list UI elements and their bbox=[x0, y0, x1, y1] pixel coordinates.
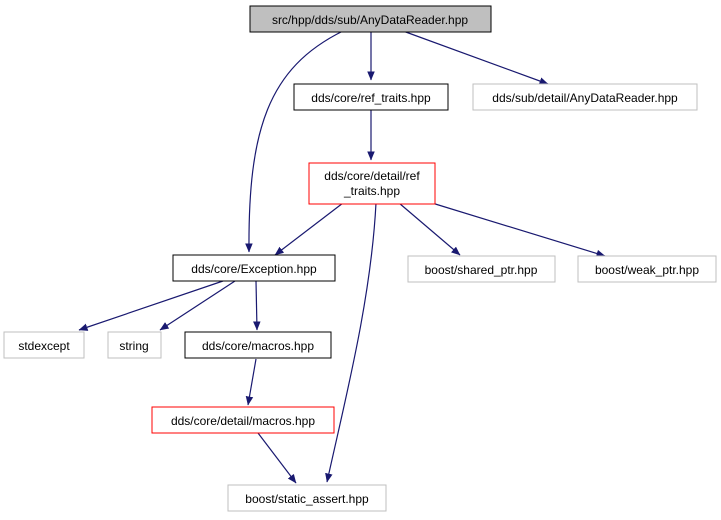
edge-exception-to-stdexcept bbox=[78, 280, 224, 331]
edge-anydatareader-to-detail-anydatareader bbox=[402, 30, 549, 85]
node-detail-macros-label: dds/core/detail/macros.hpp bbox=[171, 414, 315, 428]
node-exception-label: dds/core/Exception.hpp bbox=[191, 262, 317, 276]
node-macros[interactable]: dds/core/macros.hpp bbox=[184, 331, 332, 359]
node-stdexcept-label: stdexcept bbox=[18, 339, 70, 353]
node-macros-label: dds/core/macros.hpp bbox=[202, 339, 314, 353]
nodes-layer: src/hpp/dds/sub/AnyDataReader.hpp dds/co… bbox=[3, 5, 717, 512]
node-detail-anydatareader[interactable]: dds/sub/detail/AnyDataReader.hpp bbox=[472, 83, 698, 111]
node-ref-traits[interactable]: dds/core/ref_traits.hpp bbox=[293, 83, 449, 111]
node-stdexcept[interactable]: stdexcept bbox=[3, 331, 85, 359]
edge-detail-ref-traits-to-static-assert bbox=[325, 202, 377, 483]
edge-detail-ref-traits-to-exception bbox=[274, 202, 344, 256]
node-detail-ref-traits[interactable]: dds/core/detail/ref_traits.hpp bbox=[308, 162, 436, 205]
edge-detail-ref-traits-to-weak-ptr bbox=[431, 202, 606, 258]
node-anydatareader-label: src/hpp/dds/sub/AnyDataReader.hpp bbox=[272, 13, 468, 27]
edge-exception-to-macros bbox=[253, 280, 261, 331]
node-static-assert[interactable]: boost/static_assert.hpp bbox=[227, 484, 387, 512]
node-anydatareader[interactable]: src/hpp/dds/sub/AnyDataReader.hpp bbox=[249, 5, 492, 33]
edge-detail-ref-traits-to-shared-ptr bbox=[398, 202, 461, 256]
node-static-assert-label: boost/static_assert.hpp bbox=[245, 492, 369, 506]
node-detail-macros[interactable]: dds/core/detail/macros.hpp bbox=[151, 406, 335, 434]
edge-macros-to-detail-macros bbox=[245, 358, 257, 406]
node-string[interactable]: string bbox=[107, 331, 162, 359]
node-detail-ref-traits-label: dds/core/detail/ref_traits.hpp bbox=[324, 169, 420, 198]
edges-layer bbox=[78, 30, 606, 484]
node-shared-ptr[interactable]: boost/shared_ptr.hpp bbox=[407, 255, 556, 283]
node-string-label: string bbox=[119, 339, 148, 353]
node-shared-ptr-label: boost/shared_ptr.hpp bbox=[425, 263, 538, 277]
node-ref-traits-label: dds/core/ref_traits.hpp bbox=[311, 91, 431, 105]
node-weak-ptr[interactable]: boost/weak_ptr.hpp bbox=[577, 255, 717, 283]
edge-exception-to-string bbox=[159, 280, 236, 331]
node-exception[interactable]: dds/core/Exception.hpp bbox=[172, 254, 336, 282]
node-weak-ptr-label: boost/weak_ptr.hpp bbox=[595, 263, 699, 277]
node-detail-anydatareader-label: dds/sub/detail/AnyDataReader.hpp bbox=[492, 91, 678, 105]
edge-anydatareader-to-exception bbox=[245, 30, 344, 253]
edge-detail-macros-to-static-assert bbox=[257, 432, 297, 484]
